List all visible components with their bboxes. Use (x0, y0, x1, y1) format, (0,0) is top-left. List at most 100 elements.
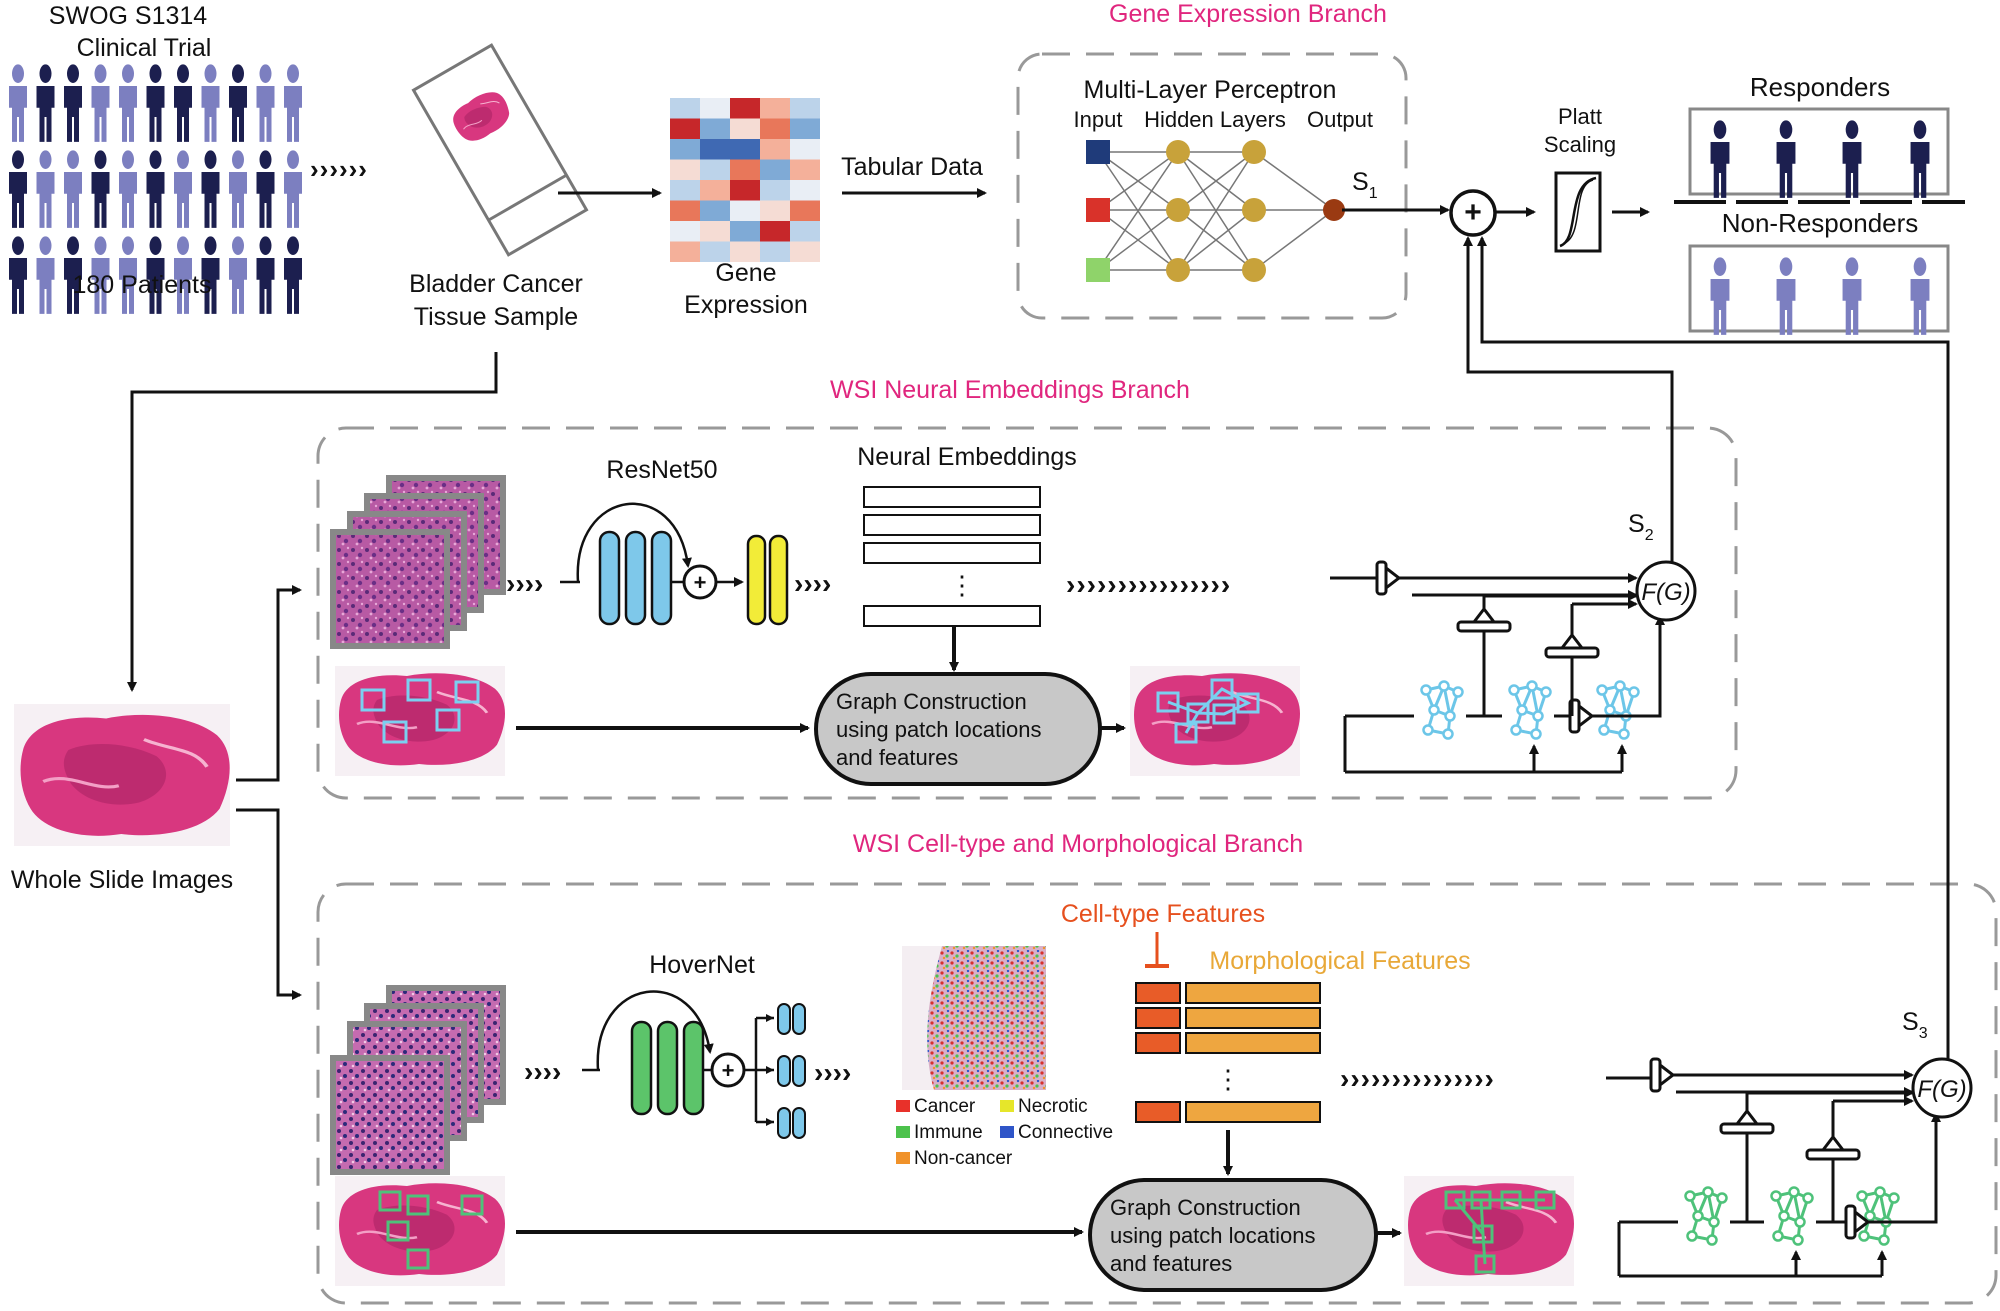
heatmap-cell (670, 221, 700, 242)
patient-icon (201, 64, 220, 142)
morph-feature-cell (1185, 982, 1321, 1004)
wsi-patches-neural (335, 666, 507, 776)
heatmap-cell (760, 139, 790, 160)
hovernet-block-3 (682, 1020, 705, 1116)
sum-node (1449, 189, 1497, 237)
gene-branch-box (1016, 52, 1408, 320)
wsi-label: Whole Slide Images (11, 866, 233, 894)
patch-stack-cell (330, 985, 506, 1175)
sum-plus-icon: + (1464, 196, 1482, 229)
trial-title-line1: SWOG S1314 (49, 2, 207, 30)
legend-label: Connective (1018, 1122, 1113, 1143)
arrow-sample-to-wsi (127, 352, 498, 692)
arrow-s3-to-sum (1477, 236, 1950, 1059)
gnn-graph-glyph (1508, 680, 1552, 740)
heatmap-cell (700, 180, 730, 201)
celltype-feature-cell (1135, 1007, 1181, 1029)
patient-icon (229, 64, 247, 142)
platt-label-line1: Platt (1558, 104, 1602, 129)
embedding-row-last (863, 605, 1041, 627)
s2-label: S2 (1628, 510, 1654, 544)
patient-icon (174, 64, 192, 142)
mlp-hidden-node (1242, 140, 1266, 164)
heatmap-cell (760, 118, 790, 139)
heatmap-cell (790, 159, 820, 180)
legend-swatch (896, 1100, 910, 1112)
legend-swatch (1000, 1126, 1014, 1138)
legend-label: Immune (914, 1122, 983, 1143)
patient-icon (256, 150, 275, 228)
arrow-s2-to-sum (1463, 236, 1674, 562)
heatmap-cell (730, 159, 760, 180)
readout-pool (1719, 1109, 1775, 1135)
heatmap-cell (670, 241, 700, 262)
heatmap-cell (790, 241, 820, 262)
whole-slide-image (14, 704, 232, 846)
resnet-block-1 (598, 530, 621, 626)
resnet-skip-connection (576, 502, 692, 583)
gnn-graph-glyph (1770, 1186, 1814, 1246)
wsi-patches-cell (335, 1176, 507, 1286)
mlp-hidden-node (1242, 198, 1266, 222)
fg-node-neural (1635, 560, 1697, 622)
gnn-graph-glyph (1856, 1186, 1900, 1246)
patient-icon (229, 236, 247, 314)
heatmap-cell (730, 221, 760, 242)
sample-label-line1: Bladder Cancer (409, 270, 583, 298)
embedding-ellipsis: ⋮ (949, 570, 975, 600)
embedding-row-3 (863, 542, 1041, 564)
heatmap-cell (730, 98, 760, 119)
patients-count: 180 Patients (73, 271, 212, 299)
fg-label-neural: F(G) (1641, 579, 1690, 606)
feature-rows (1135, 982, 1321, 1123)
heatmap-cell (760, 180, 790, 201)
patient-icon (119, 64, 137, 142)
heatmap-cell (760, 98, 790, 119)
mlp-hidden-label: Hidden Layers (1144, 107, 1286, 132)
tissue-slide (411, 43, 589, 257)
resnet-label: ResNet50 (606, 456, 717, 484)
hovernet-plus-icon: + (722, 1058, 735, 1083)
chevrons-3: ›››› (794, 568, 831, 599)
gnn-neural (1343, 560, 1665, 774)
morph-feature-cell (1185, 1101, 1321, 1123)
legend-label: Cancer (914, 1096, 976, 1117)
heatmap-cell (760, 200, 790, 221)
gene-label-line1: Gene (715, 259, 776, 287)
heatmap-cell (700, 159, 730, 180)
embedding-row-2 (863, 514, 1041, 536)
mlp-hidden-node (1242, 258, 1266, 282)
resnet-out-block-2 (768, 534, 789, 626)
heatmap-cell (790, 180, 820, 201)
graph-cell-line3: and features (1110, 1251, 1232, 1276)
chevrons-7: ››››››››››››››› (1340, 1063, 1495, 1094)
heatmap-cell (790, 98, 820, 119)
legend-swatch (1000, 1100, 1014, 1112)
legend-swatch (896, 1152, 910, 1164)
patient-icon (174, 150, 192, 228)
readout-pool (1649, 1057, 1675, 1093)
non-responders-box (1688, 244, 1950, 333)
hovernet-label: HoverNet (649, 951, 755, 979)
patient-icon (36, 236, 55, 314)
cell-segmentation-patch (902, 946, 1046, 1090)
hovernet-skip-connection (596, 990, 714, 1071)
responders-box (1688, 107, 1950, 196)
celltype-feature-cell (1135, 1101, 1181, 1123)
hovernet-block-2 (656, 1020, 679, 1116)
heatmap-cell (670, 98, 700, 119)
s3-label: S3 (1902, 1008, 1928, 1042)
patient-icon (9, 64, 27, 142)
heatmap-cell (730, 241, 760, 262)
patient-icon (201, 150, 220, 228)
morph-feature-cell (1185, 1007, 1321, 1029)
heatmap-cell (760, 221, 790, 242)
graph-neural-line1: Graph Construction (836, 689, 1027, 714)
legend-label: Non-cancer (914, 1148, 1013, 1169)
heatmap-cell (730, 118, 760, 139)
resnet-block-2 (624, 530, 647, 626)
heatmap-cell (700, 118, 730, 139)
patient-icon (9, 150, 27, 228)
